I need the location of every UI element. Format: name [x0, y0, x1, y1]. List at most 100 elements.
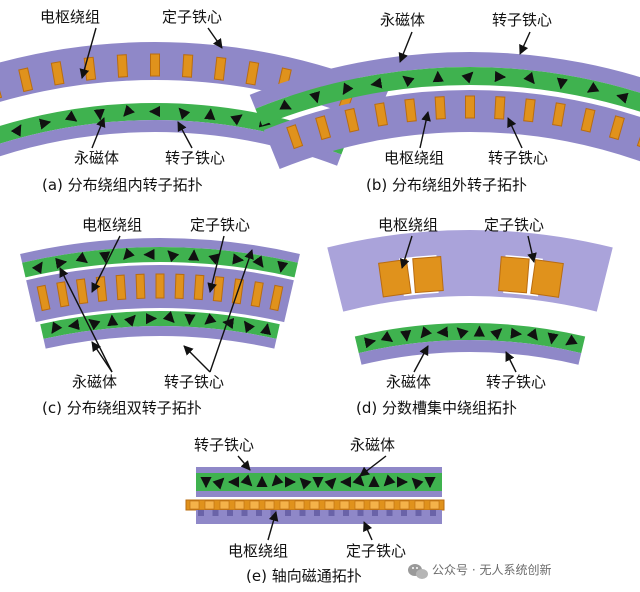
leader-arrow [91, 235, 121, 293]
leader-arrow [177, 121, 193, 149]
armature-coil [213, 56, 227, 81]
magnetization-arrow [363, 337, 377, 349]
stator-tooth [430, 510, 436, 516]
armature-coil [249, 500, 260, 510]
magnetization-arrow [230, 114, 243, 126]
magnetization-arrow [51, 321, 63, 334]
armature-coil [116, 54, 129, 78]
concentrated-coil [412, 256, 444, 294]
magnetization-arrow [547, 332, 559, 345]
leader-arrow [507, 117, 523, 149]
label-armature-winding: 电枢绕组 [82, 216, 142, 234]
magnetization-arrow [204, 108, 216, 121]
leader-arrow [505, 351, 517, 373]
magnetization-arrow [523, 71, 535, 85]
leader-arrow [519, 31, 531, 55]
magnetization-arrow [260, 323, 272, 336]
label-permanent-magnet: 永磁体 [350, 436, 395, 454]
magnetization-arrow [370, 77, 383, 89]
inner-magnet-ring [40, 310, 280, 339]
label-permanent-magnet: 永磁体 [380, 11, 425, 29]
armature-coil [245, 61, 260, 86]
magnetization-arrow [93, 108, 105, 121]
armature-coil [309, 500, 320, 510]
armature-coil [494, 96, 506, 120]
armature-coil [135, 273, 146, 299]
label-rotor-core: 转子铁心 [164, 373, 224, 391]
outer-magnet-ring [22, 246, 298, 278]
stator-tooth [415, 510, 422, 516]
concentrated-coil [530, 259, 564, 298]
stator-tooth [241, 510, 248, 516]
armature-coil [580, 107, 596, 133]
armature-coil [150, 53, 160, 77]
stator-tooth [212, 510, 219, 516]
leader-arrow [183, 345, 211, 373]
magnetization-arrow [279, 99, 292, 110]
armature-coil [36, 284, 51, 312]
magnetization-arrow [299, 477, 312, 490]
label-permanent-magnet: 永磁体 [74, 149, 119, 167]
magnetization-arrow [208, 253, 221, 265]
magnetization-arrow [436, 326, 449, 338]
label-armature-winding: 电枢绕组 [378, 216, 438, 234]
armature-coil [384, 500, 395, 510]
magnetization-arrow [380, 330, 394, 342]
permanent-magnet-ring [255, 67, 640, 126]
rotor-core [196, 467, 442, 473]
leader-arrow [413, 345, 429, 373]
armature-coil [56, 281, 70, 308]
armature-coil [434, 96, 446, 120]
caption-e: (e) 轴向磁通拓扑 [246, 567, 362, 585]
armature-coil [315, 115, 332, 141]
magnetization-arrow [616, 92, 629, 104]
stator-tooth [256, 510, 262, 516]
armature-coil [18, 67, 34, 93]
leader-arrow [91, 117, 106, 149]
magnetization-arrow [456, 327, 469, 340]
magnetization-arrow [309, 91, 320, 104]
magnetization-arrow [402, 75, 415, 88]
armature-coil [354, 500, 365, 510]
leader-arrow [91, 341, 113, 373]
caption-c: (c) 分布绕组双转子拓扑 [42, 399, 202, 417]
armature-coil [324, 500, 335, 510]
leader-arrow [267, 511, 279, 541]
magnetization-arrow [64, 110, 78, 122]
caption-b: (b) 分布绕组外转子拓扑 [366, 176, 527, 194]
armature-coil [181, 54, 194, 78]
leader-arrow [419, 111, 431, 149]
stator-tooth [227, 510, 233, 516]
concentrated-coil [498, 256, 530, 294]
magnetization-arrow [411, 477, 424, 490]
stator-tooth [386, 510, 393, 516]
leader-arrow [79, 27, 97, 79]
magnetization-arrow [124, 314, 136, 327]
label-rotor-core: 转子铁心 [492, 11, 552, 29]
armature-coil [83, 56, 97, 81]
magnetization-arrow [510, 327, 523, 339]
inner-rotor-core [43, 325, 277, 349]
watermark-text: 公众号 · 无人系统创新 [432, 562, 551, 577]
magnetization-arrow [494, 70, 507, 83]
armature-coil [286, 124, 304, 150]
stator-core [0, 42, 389, 125]
label-stator-core: 定子铁心 [190, 216, 250, 234]
armature-coil [264, 500, 275, 510]
magnetization-arrow [107, 314, 119, 327]
armature-coil [279, 500, 290, 510]
leader-arrow [363, 521, 373, 541]
armature-coil [219, 500, 230, 510]
panel-d: 电枢绕组 定子铁心 永磁体 转子铁心 (d) 分数槽集中绕组拓扑 [356, 216, 546, 417]
panel-b-drawing [249, 31, 640, 169]
concentrated-coil [378, 258, 412, 298]
magnetization-arrow [565, 334, 578, 346]
rotor-core [0, 120, 342, 166]
caption-a: (a) 分布绕组内转子拓扑 [42, 176, 203, 194]
stator-tooth [198, 510, 204, 516]
magnetization-arrow [212, 477, 225, 490]
magnetization-arrow [526, 328, 538, 341]
armature-coil [552, 102, 566, 127]
armature-coil [174, 273, 185, 299]
rotor-core [196, 491, 442, 497]
